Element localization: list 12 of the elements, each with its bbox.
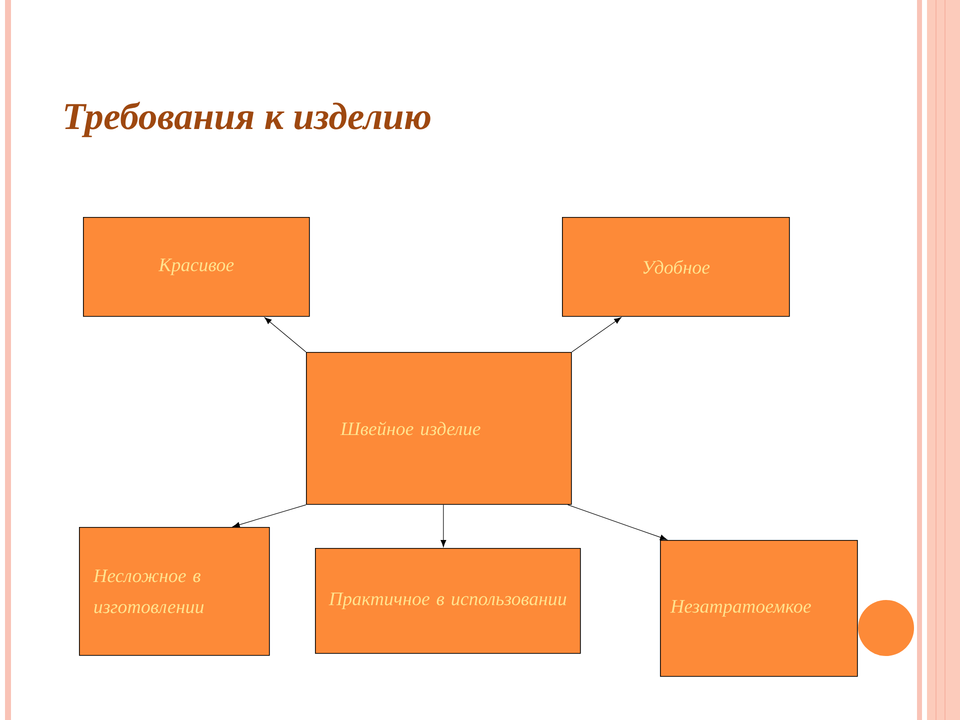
title: Требования к изделию	[64, 102, 430, 138]
text-box: Удобное	[562, 217, 790, 317]
arrow	[264, 317, 306, 352]
text-box: Красивое	[83, 217, 310, 317]
arrow	[440, 504, 446, 548]
arrow	[232, 504, 306, 528]
arrow	[568, 504, 668, 540]
text-box: Несложное в изготовлении	[79, 527, 270, 656]
text-box: Незатратоемкое	[660, 540, 858, 677]
arrow	[572, 317, 622, 352]
text-box: Практичное в использовании	[315, 548, 581, 654]
center-box: Швейное изделие	[306, 352, 572, 505]
